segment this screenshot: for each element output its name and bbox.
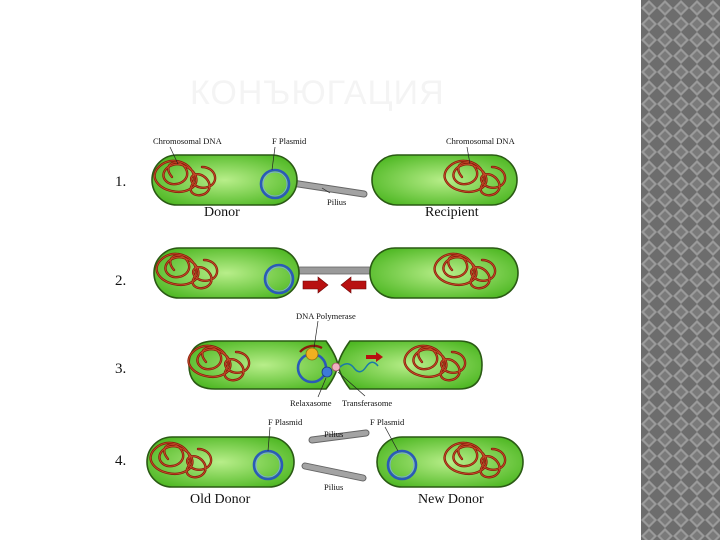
conjugation-diagram: 1. Chromosomal DNA F Plasmid Chromosomal… — [115, 136, 524, 507]
caption-donor: Donor — [204, 205, 240, 220]
relaxasome-icon — [321, 366, 333, 378]
f-plasmid — [386, 449, 418, 481]
recipient-cell — [337, 340, 483, 390]
caption-new-donor: New Donor — [418, 492, 484, 507]
label-relaxasome: Relaxasome — [290, 398, 332, 408]
replication-strand — [299, 344, 323, 353]
side-pattern-panel — [641, 0, 720, 540]
label-f-plasmid-old-donor: F Plasmid — [268, 417, 303, 427]
right-arrow-icon — [302, 276, 329, 294]
label-pilius-bottom: Pilius — [324, 482, 343, 492]
label-f-plasmid-new-donor: F Plasmid — [370, 417, 405, 427]
pilus — [294, 266, 374, 275]
step-number-2: 2. — [115, 273, 126, 289]
left-arrow-icon — [340, 276, 367, 294]
label-transferasome: Transferasome — [342, 398, 392, 408]
f-plasmid — [263, 263, 295, 295]
caption-old-donor: Old Donor — [190, 492, 251, 507]
label-dna-polymerase: DNA Polymerase — [296, 311, 356, 321]
dna-polymerase-icon — [305, 347, 319, 361]
label-chromosomal-dna-recipient: Chromosomal DNA — [446, 136, 516, 146]
step-number-3: 3. — [115, 361, 126, 377]
transferred-dna-strand — [339, 361, 379, 373]
right-arrow-icon — [366, 352, 383, 362]
f-plasmid — [259, 168, 291, 200]
slide-title: КОНЪЮГАЦИЯ — [190, 74, 445, 112]
transferasome-icon — [331, 362, 341, 372]
label-pilius: Pilius — [327, 197, 346, 207]
step-number-4: 4. — [115, 453, 126, 469]
caption-recipient: Recipient — [425, 205, 479, 220]
step-number-1: 1. — [115, 174, 126, 190]
label-pilius-top: Pilius — [324, 429, 343, 439]
label-chromosomal-dna-donor: Chromosomal DNA — [153, 136, 223, 146]
label-f-plasmid: F Plasmid — [272, 136, 307, 146]
